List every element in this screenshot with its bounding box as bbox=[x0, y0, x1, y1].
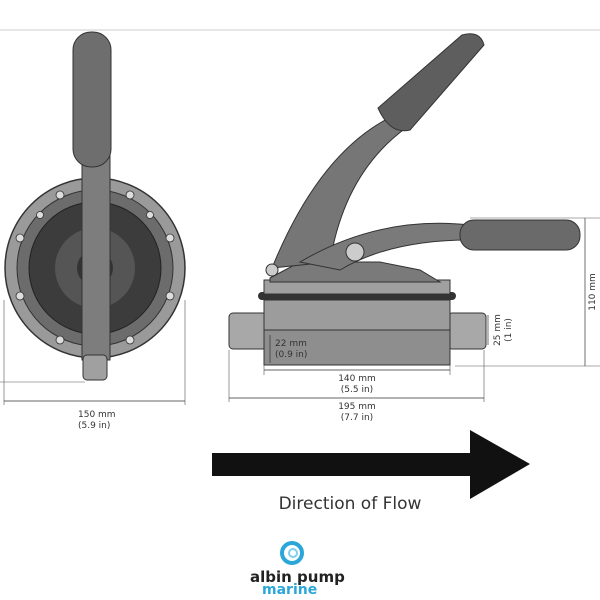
front-width-in: (5.9 in) bbox=[78, 421, 110, 431]
front-handle-shaft bbox=[81, 149, 111, 361]
total-length-mm: 195 mm bbox=[338, 402, 376, 412]
svg-text:marine: marine bbox=[262, 582, 317, 598]
port-diameter-in: (1 in) bbox=[504, 318, 514, 342]
base-height-mm: 22 mm bbox=[275, 339, 307, 349]
front-handle-grip bbox=[72, 31, 112, 168]
flow-arrow-icon bbox=[212, 430, 530, 499]
flow-label: Direction of Flow bbox=[279, 494, 422, 514]
base-length-in: (5.5 in) bbox=[341, 385, 373, 395]
side-handle-grip-lower bbox=[459, 219, 581, 251]
front-nozzle bbox=[82, 354, 108, 381]
base-length-mm: 140 mm bbox=[338, 374, 376, 384]
base-height-in: (0.9 in) bbox=[275, 350, 307, 360]
albin-pump-marine-logo: albin pump marine bbox=[250, 541, 345, 598]
total-length-in: (7.7 in) bbox=[341, 413, 373, 423]
side-view bbox=[228, 33, 581, 366]
svg-text:albin pump: albin pump bbox=[250, 568, 345, 586]
front-width-mm: 150 mm bbox=[78, 410, 116, 420]
port-diameter-mm: 25 mm bbox=[493, 314, 503, 346]
front-view bbox=[4, 31, 186, 381]
total-height-mm: 110 mm bbox=[588, 273, 598, 311]
side-handle-grip-upper bbox=[377, 33, 485, 132]
